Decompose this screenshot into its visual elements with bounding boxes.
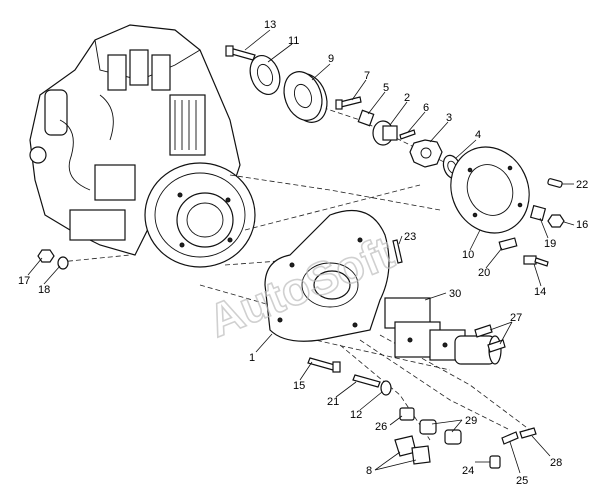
callout-15: 15: [293, 380, 305, 392]
washer-12: [380, 380, 392, 396]
callout-25: 25: [516, 475, 528, 487]
pin-6: [399, 129, 416, 140]
callout-3: 3: [446, 112, 452, 124]
callout-6: 6: [423, 102, 429, 114]
callout-28: 28: [550, 457, 562, 469]
washer-19: [529, 204, 547, 222]
callout-2: 2: [404, 92, 410, 104]
callout-14: 14: [534, 286, 546, 298]
stud-21: [352, 374, 381, 388]
star-coupling-3: [409, 139, 443, 168]
callout-8: 8: [366, 465, 372, 477]
flywheel-housing-1: [264, 209, 390, 342]
callout-11: 11: [288, 35, 299, 47]
callout-labels: 13 11 9 7 5 2 6 3 4 22 16 19 10 20 14 23…: [18, 19, 588, 487]
callout-22: 22: [576, 179, 588, 191]
callout-23: 23: [404, 231, 416, 243]
callout-20: 20: [478, 267, 490, 279]
callout-24: 24: [462, 465, 474, 477]
plug-24: [489, 455, 501, 469]
bolt-7: [335, 96, 362, 110]
washer-5: [357, 109, 375, 127]
bolt-14: [523, 255, 549, 267]
pin-23: [392, 239, 403, 264]
callout-17: 17: [18, 275, 30, 287]
fittings-27: [474, 324, 506, 353]
bolt-13: [225, 45, 256, 61]
fitting-26: [399, 407, 415, 421]
callout-4: 4: [475, 129, 481, 141]
elbows-8: [394, 435, 431, 465]
dowel-22: [547, 178, 563, 188]
callout-7: 7: [364, 70, 370, 82]
nut-17: [37, 249, 55, 263]
engine-illustration: [29, 24, 256, 268]
callout-30: 30: [449, 288, 461, 300]
callout-26: 26: [375, 421, 387, 433]
bolt-15: [307, 357, 341, 373]
callout-16: 16: [576, 219, 588, 231]
callout-1: 1: [249, 352, 255, 364]
flex-plate-10: [450, 146, 530, 234]
callout-21: 21: [327, 396, 339, 408]
callout-29: 29: [465, 415, 477, 427]
fittings-29: [419, 419, 462, 445]
callout-10: 10: [462, 249, 474, 261]
plate-11: [249, 55, 281, 95]
fitting-28: [519, 427, 537, 439]
callout-27: 27: [510, 312, 522, 324]
callout-13: 13: [264, 19, 276, 31]
hydraulic-pump-30: [384, 297, 502, 365]
leader-lines: [27, 29, 575, 474]
washer-18: [57, 256, 69, 270]
callout-5: 5: [383, 82, 389, 94]
callout-19: 19: [544, 238, 556, 250]
callout-12: 12: [350, 409, 362, 421]
callout-18: 18: [38, 284, 50, 296]
nut-16: [547, 214, 565, 228]
callout-9: 9: [328, 53, 334, 65]
hub-2: [372, 120, 398, 146]
tab-20: [498, 237, 518, 251]
fitting-25: [501, 431, 519, 445]
coupling-9: [283, 71, 328, 123]
